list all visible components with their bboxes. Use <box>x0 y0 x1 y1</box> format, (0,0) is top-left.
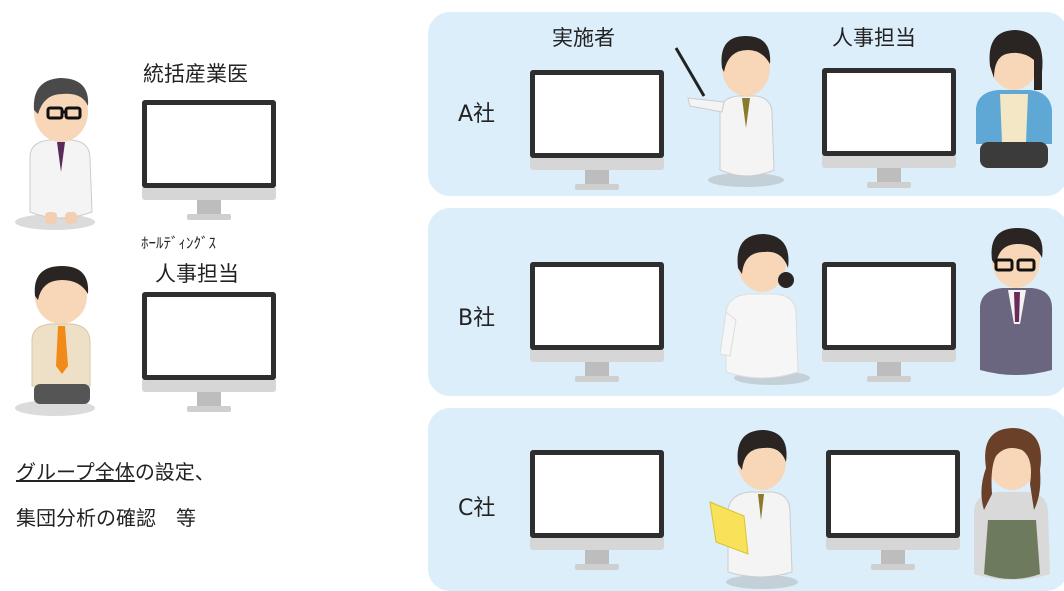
hr-label: 人事担当 <box>155 262 239 286</box>
b-hr-monitor-icon <box>822 262 956 384</box>
doctor-pointer-icon <box>674 36 784 187</box>
doctor-label: 統括産業医 <box>143 62 248 86</box>
hr-woman-cardigan-icon <box>976 30 1052 168</box>
nurse-icon <box>719 234 810 385</box>
note-line2: 集団分析の確認 等 <box>16 506 196 530</box>
b-implementer-monitor-icon <box>530 262 664 384</box>
hr-monitor-icon <box>142 292 276 414</box>
hr-woman-apron-icon <box>974 428 1050 580</box>
hr-header: 人事担当 <box>832 26 916 50</box>
company-label-c: C社 <box>458 496 496 521</box>
implementer-header: 実施者 <box>552 26 615 50</box>
a-hr-monitor-icon <box>822 68 956 190</box>
a-implementer-monitor-icon <box>530 70 664 192</box>
left-group: 統括産業医 ﾎｰﾙﾃﾞｨﾝｸﾞｽ 人事担当 グループ全体の設定、 集団分析の確認… <box>0 0 420 591</box>
hr-man-tie-icon <box>15 266 95 416</box>
c-implementer-monitor-icon <box>530 450 664 572</box>
note-line1: グループ全体の設定、 <box>16 456 215 485</box>
hr-label-small: ﾎｰﾙﾃﾞｨﾝｸﾞｽ <box>141 234 217 252</box>
note-rest: の設定、 <box>134 460 215 484</box>
doctor-reading-icon <box>709 430 798 589</box>
company-label-a: A社 <box>458 102 496 127</box>
hr-man-suit-glasses-icon <box>980 228 1052 375</box>
doctor-glasses-icon <box>15 78 95 230</box>
doctor-monitor-icon <box>142 100 276 222</box>
company-label-b: B社 <box>458 306 496 331</box>
c-hr-monitor-icon <box>826 450 960 572</box>
note-underlined: グループ全体 <box>16 460 135 484</box>
